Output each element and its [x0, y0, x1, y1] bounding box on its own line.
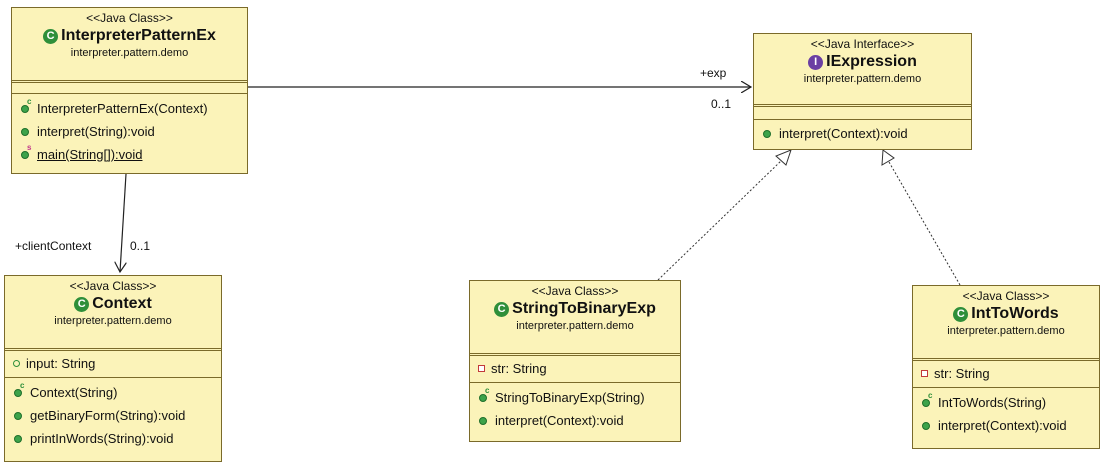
stereotype-label: <<Java Interface>>: [810, 37, 915, 51]
public-method-icon: [13, 434, 27, 444]
field-row[interactable]: input: String: [5, 352, 221, 375]
class-name: IntToWords: [971, 305, 1059, 322]
exp-multiplicity-label: 0..1: [711, 97, 732, 111]
package-label: interpreter.pattern.demo: [947, 325, 1065, 337]
stereotype-label: <<Java Class>>: [531, 284, 619, 298]
method-row[interactable]: interpret(String):void: [12, 120, 247, 143]
class-icon: C: [494, 301, 510, 317]
class-icon: C: [43, 28, 59, 44]
class-name: StringToBinaryExp: [512, 300, 656, 317]
stereotype-label: <<Java Class>>: [962, 289, 1050, 303]
package-label: interpreter.pattern.demo: [70, 47, 189, 59]
fields-compartment: str: String: [913, 358, 1099, 387]
constructor-icon: c: [921, 391, 935, 408]
fields-compartment: [754, 104, 971, 119]
public-method-icon: [20, 127, 34, 137]
class-icon: C: [74, 296, 90, 312]
class-name: Context: [92, 295, 152, 312]
client-context-multiplicity-label: 0..1: [130, 239, 151, 253]
public-method-icon: [921, 421, 935, 431]
exp-role-label: +exp: [700, 66, 727, 80]
string-to-binary-realization-line: [657, 159, 783, 281]
field-row[interactable]: str: String: [470, 357, 680, 380]
method-row[interactable]: printInWords(String):void: [5, 427, 221, 450]
static-method-icon: s: [20, 143, 34, 160]
method-row[interactable]: interpret(Context):void: [913, 414, 1099, 437]
stereotype-label: <<Java Class>>: [86, 11, 173, 25]
fields-compartment: input: String: [5, 348, 221, 377]
method-row[interactable]: interpret(Context):void: [470, 409, 680, 432]
private-field-icon: [478, 365, 485, 372]
package-label: interpreter.pattern.demo: [803, 73, 922, 85]
constructor-icon: c: [13, 381, 27, 398]
class-icon: C: [953, 306, 969, 322]
private-field-icon: [921, 370, 928, 377]
field-row[interactable]: str: String: [913, 362, 1099, 385]
string-to-binary-realization-arrowhead: [775, 149, 792, 166]
interface-icon: I: [808, 54, 824, 70]
package-label: interpreter.pattern.demo: [54, 315, 172, 327]
public-method-icon: [478, 416, 492, 426]
int-to-words-realization-line: [888, 161, 961, 286]
method-row[interactable]: interpret(Context):void: [754, 122, 971, 145]
class-name: InterpreterPatternEx: [61, 27, 216, 44]
public-field-icon: [13, 360, 20, 367]
public-method-icon: [13, 411, 27, 421]
fields-compartment: [12, 80, 247, 93]
package-label: interpreter.pattern.demo: [516, 320, 634, 332]
public-method-icon: [762, 129, 776, 139]
stereotype-label: <<Java Class>>: [69, 279, 157, 293]
method-row[interactable]: getBinaryForm(String):void: [5, 404, 221, 427]
fields-compartment: str: String: [470, 353, 680, 382]
constructor-icon: c: [478, 386, 492, 403]
methods-compartment: interpret(Context):void: [754, 119, 971, 145]
interface-name: IExpression: [826, 53, 917, 70]
client-context-association-line: [120, 173, 126, 272]
constructor-icon: c: [20, 97, 34, 114]
client-context-role-label: +clientContext: [15, 239, 92, 253]
int-to-words-realization-arrowhead: [881, 149, 895, 166]
